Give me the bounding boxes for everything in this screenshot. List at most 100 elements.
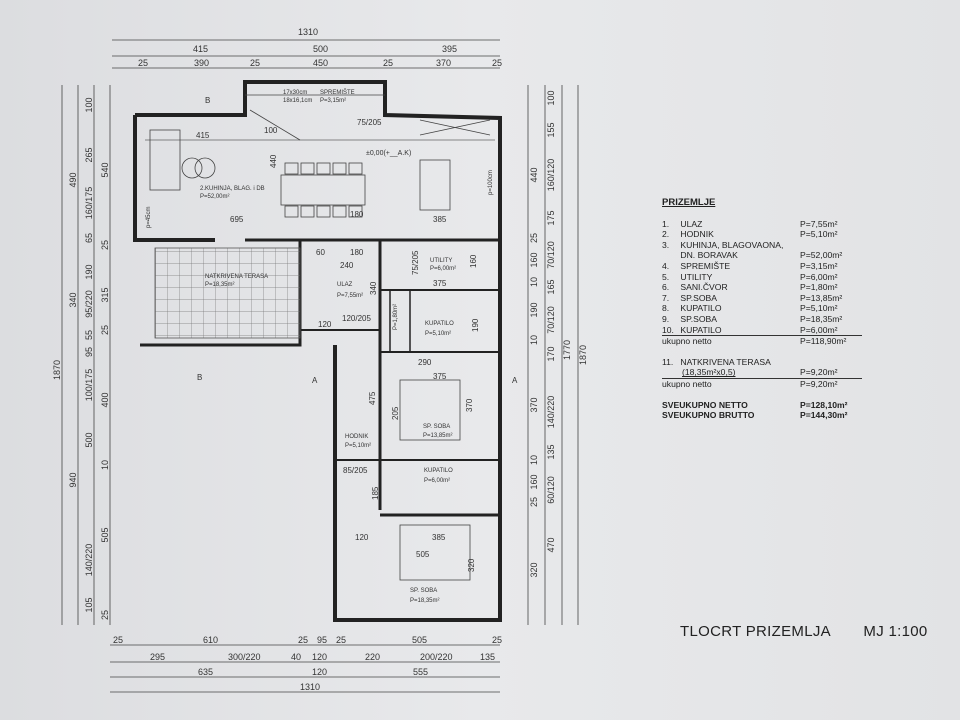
dim-label: 610 <box>203 635 218 645</box>
room-name: KUPATILO <box>680 324 722 335</box>
dim-label: 290 <box>418 358 432 367</box>
room-number: 8. <box>662 303 670 314</box>
dim-label: 295 <box>150 652 165 662</box>
dim-label: 120/205 <box>342 314 371 323</box>
room-utility-area: P=6,00m² <box>430 266 456 272</box>
room-name: DN. BORAVAK <box>680 250 738 261</box>
room-utility-name: UTILITY <box>430 258 452 264</box>
dim-label: 160/120 <box>546 159 556 192</box>
room-bath2-name: KUPATILO <box>424 468 453 474</box>
dim-label: 370 <box>529 397 539 412</box>
total-brutto-value: P=144,30m² <box>800 410 848 421</box>
room-area: P=3,15m² <box>800 260 838 271</box>
dim-label: 105 <box>84 597 94 612</box>
room-number: 1. <box>662 218 670 229</box>
dim-label: 165 <box>546 279 556 294</box>
room-name: SP.SOBA <box>680 313 718 324</box>
dim-label: 160 <box>469 254 478 268</box>
dim-label: 475 <box>368 391 377 405</box>
dim-label: 540 <box>100 162 110 177</box>
dim-label: 695 <box>230 215 244 224</box>
room-bed1-name: SP. SOBA <box>423 424 450 430</box>
total-netto-label: SVEUKUPNO NETTO <box>662 399 748 410</box>
dim-label: 95 <box>84 347 94 357</box>
dim-label: p=100cm <box>488 170 494 195</box>
dim-label: 185 <box>371 486 380 500</box>
dim-label: 440 <box>269 154 278 168</box>
dim-label: 190 <box>84 264 94 279</box>
dim-label: 375 <box>433 372 447 381</box>
dim-label: 635 <box>198 667 213 677</box>
terrace-calc: (18,35m²x0,5) <box>682 367 736 378</box>
dim-label: 1770 <box>562 340 572 360</box>
room-terrace-name: NATKRIVENA TERASA <box>205 274 268 280</box>
section-b-bottom: B <box>197 373 202 382</box>
room-entry-area: P=7,55m² <box>337 293 363 299</box>
terrace-name: NATKRIVENA TERASA <box>680 356 771 367</box>
dim-label: 415 <box>193 44 208 54</box>
section-a-right: A <box>512 376 518 385</box>
dim-label: 155 <box>546 122 556 137</box>
drawing-title-block: TLOCRT PRIZEMLJA MJ 1:100 <box>680 623 956 640</box>
dim-label: 500 <box>313 44 328 54</box>
dim-label: 140/220 <box>546 396 556 429</box>
dim-label: 320 <box>529 562 539 577</box>
left-dimension-labels: 1870490340940100265160/1756519095/220559… <box>52 97 110 620</box>
room-number: 10. <box>662 324 674 335</box>
dim-label: 25 <box>298 635 308 645</box>
bottom-dimension-labels: 25 610 25 95 25 505 25 295 300/220 40 12… <box>113 635 502 692</box>
subtotal-row: ukupno netto P=118,90m² <box>662 336 862 347</box>
dim-label: 120 <box>312 652 327 662</box>
dim-label: 100 <box>546 90 556 105</box>
subtotal2-row: ukupno netto P=9,20m² <box>662 379 862 390</box>
room-name: KUHINJA, BLAGOVAONA, <box>680 239 784 250</box>
dim-label: 370 <box>465 398 474 412</box>
furniture <box>149 94 491 581</box>
total-brutto-row: SVEUKUPNO BRUTTO P=144,30m² <box>662 410 862 421</box>
dim-label: 300/220 <box>228 652 261 662</box>
terrace-area: P=9,20m² <box>800 367 838 378</box>
dim-label: 95/220 <box>84 290 94 318</box>
room-bed2-area: P=18,35m² <box>410 598 440 604</box>
room-name: SP.SOBA <box>680 292 718 303</box>
dim-label: 25 <box>529 497 539 507</box>
dim-label: 500 <box>84 432 94 447</box>
terrace-tiles <box>154 247 301 339</box>
dim-label: 160/175 <box>84 187 94 220</box>
dim-label: 940 <box>68 472 78 487</box>
room-area: P=1,80m² <box>800 282 838 293</box>
dim-label: 385 <box>433 215 447 224</box>
right-dimension-labels: 4402516010190103701016025320100155160/12… <box>529 90 588 577</box>
dim-label: 70/120 <box>546 306 556 334</box>
room-number: 2. <box>662 229 670 240</box>
dim-label: 175 <box>546 210 556 225</box>
dim-label: 25 <box>100 610 110 620</box>
stairs-label-2: 18x16,1cm <box>283 98 312 104</box>
dim-label: 400 <box>100 392 110 407</box>
dim-label: 75/205 <box>411 250 420 275</box>
inner-dimension-labels: 415 100 75/205 695 180 385 440 60 180 24… <box>146 118 494 572</box>
dim-label: 375 <box>433 279 447 288</box>
dim-label: 190 <box>471 318 480 332</box>
room-kitchen-name: 2.KUHINJA, BLAG. i DB <box>200 186 265 192</box>
dim-label: 315 <box>100 287 110 302</box>
dim-label: 395 <box>442 44 457 54</box>
room-name: HODNIK <box>680 229 714 240</box>
dim-label: 140/220 <box>84 544 94 577</box>
terrace-number: 11. <box>662 356 674 367</box>
room-number: 9. <box>662 313 670 324</box>
room-area: P=7,55m² <box>800 218 838 229</box>
dim-label: 1870 <box>52 360 62 380</box>
dim-label: 240 <box>340 261 354 270</box>
room-number: 3. <box>662 239 670 250</box>
room-name: KUPATILO <box>680 303 722 314</box>
room-area: P=6,00m² <box>800 271 838 282</box>
dim-label: 25 <box>383 58 393 68</box>
room-entry-name: ULAZ <box>337 282 353 288</box>
